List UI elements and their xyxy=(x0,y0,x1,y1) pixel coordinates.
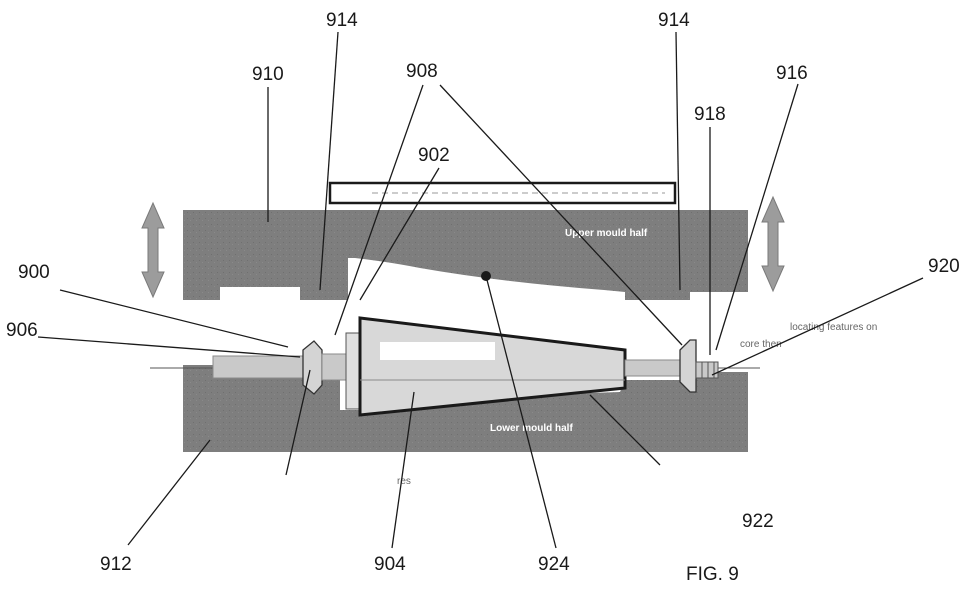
leader-lines xyxy=(37,31,924,549)
ref-908: 908 xyxy=(406,61,438,82)
ref-924: 924 xyxy=(538,554,570,575)
shaft-shoulder xyxy=(345,332,361,410)
lower-mould-label: Lower mould half xyxy=(490,423,573,434)
thread-marks xyxy=(701,362,715,378)
figure-caption: FIG. 9 xyxy=(686,564,739,585)
ref-900: 900 xyxy=(18,262,50,283)
shaft-collar xyxy=(321,353,349,381)
right-locating-cone xyxy=(679,339,697,393)
right-shaft xyxy=(624,359,686,377)
left-shaft xyxy=(212,355,311,379)
left-movement-arrow xyxy=(141,201,165,299)
ref-918: 918 xyxy=(694,104,726,125)
lower-mould-half xyxy=(183,365,748,452)
core-then-note: core then xyxy=(740,339,782,350)
locating-features-note: locating features on xyxy=(790,322,877,333)
ref-904: 904 xyxy=(374,554,406,575)
ref-922: 922 xyxy=(742,511,774,532)
ref-910: 910 xyxy=(252,64,284,85)
ref-914-right: 914 xyxy=(658,10,690,31)
ref-906: 906 xyxy=(6,320,38,341)
right-movement-arrow xyxy=(761,195,785,293)
fragment-res: res xyxy=(397,476,411,487)
upper-mould-label: Upper mould half xyxy=(565,228,648,239)
ref-902: 902 xyxy=(418,145,450,166)
ref-914-left: 914 xyxy=(326,10,358,31)
ref-916: 916 xyxy=(776,63,808,84)
upper-mould-half xyxy=(183,210,748,300)
ref-920: 920 xyxy=(928,256,960,277)
core-highlight xyxy=(380,342,495,360)
ref-912: 912 xyxy=(100,554,132,575)
threaded-end xyxy=(695,361,719,379)
